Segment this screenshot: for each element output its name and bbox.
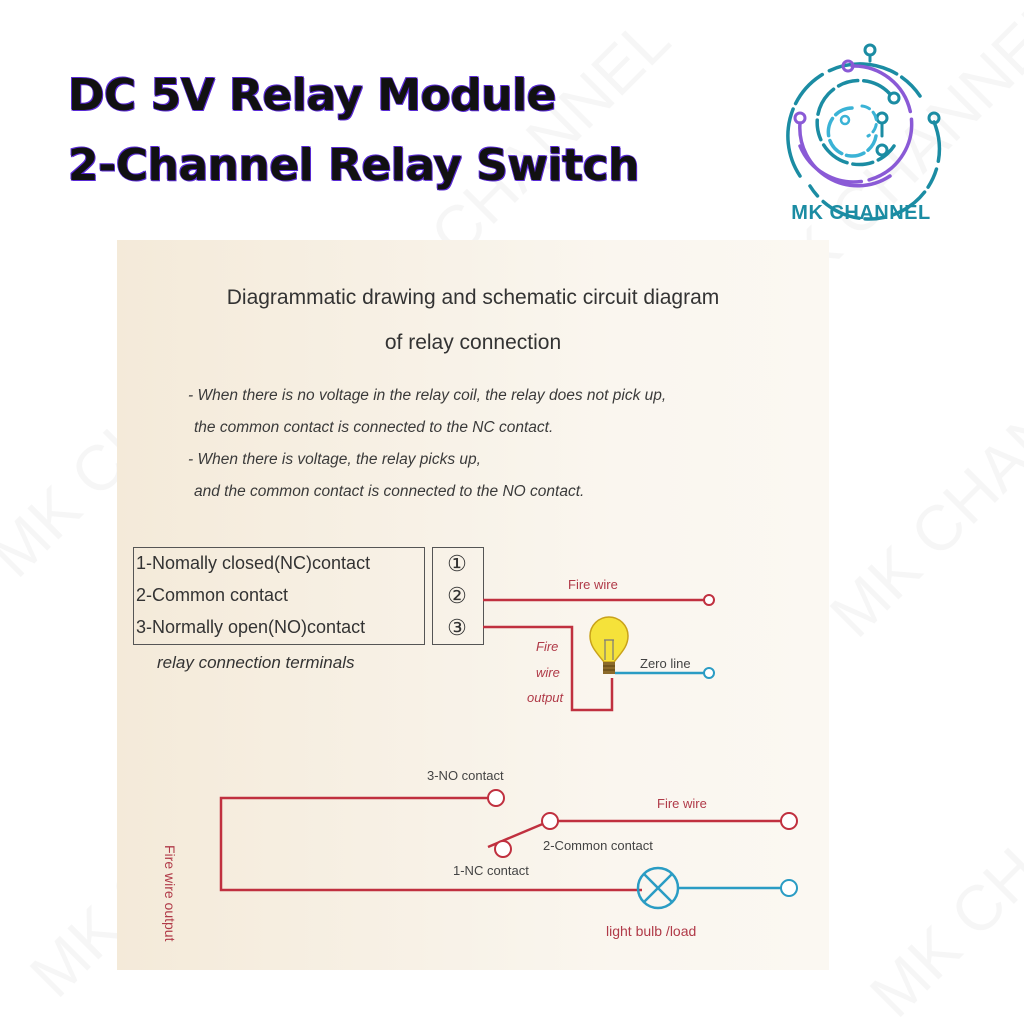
light-bulb-icon: [589, 616, 629, 674]
load-label: light bulb /load: [606, 923, 697, 939]
description-line: the common contact is connected to the N…: [194, 419, 554, 436]
no-contact-node: [487, 789, 505, 807]
diagram-heading-line1: Diagrammatic drawing and schematic circu…: [226, 286, 720, 309]
terminal-label-common: 2-Common contact: [136, 585, 289, 605]
fire-wire-output-vertical-label: Fire wire output: [162, 845, 178, 942]
schematic-fire-output-loop: [219, 796, 642, 892]
fire-wire-end-node: [780, 812, 798, 830]
fire-wire-label: Fire wire: [568, 577, 618, 592]
terminal-legend-box: [133, 547, 425, 645]
nc-contact-label: 1-NC contact: [453, 863, 529, 878]
terminal-label-nc: 1-Nomally closed(NC)contact: [136, 553, 371, 573]
circuit-circles-icon: [786, 43, 942, 221]
terminal-number-3: ③: [447, 615, 467, 640]
terminal-number-2: ②: [447, 583, 467, 608]
fire-wire-output-label: Fire: [536, 639, 559, 654]
description-line: and the common contact is connected to t…: [194, 483, 585, 500]
terminal-label-no: 3-Normally open(NO)contact: [136, 617, 366, 637]
brand-name: MK CHANNEL: [791, 202, 931, 224]
common-contact-node: [541, 812, 559, 830]
nc-contact-node: [494, 840, 512, 858]
terminal-number-1: ①: [447, 551, 467, 576]
page-title-line1: DC 5V Relay Module: [67, 69, 557, 121]
common-contact-label: 2-Common contact: [543, 838, 653, 853]
diagram-heading-line2: of relay connection: [384, 331, 562, 354]
fire-wire-output-label: output: [527, 690, 564, 705]
zero-line-terminal: [703, 667, 715, 679]
terminals-caption: relay connection terminals: [157, 653, 355, 672]
terminal-number-box: [432, 547, 484, 645]
lamp-symbol-icon: [636, 866, 680, 910]
fire-wire-output-line: [483, 625, 614, 712]
neutral-end-node: [780, 879, 798, 897]
page-title-line2: 2-Channel Relay Switch: [67, 139, 640, 191]
description-line: - When there is voltage, the relay picks…: [188, 451, 481, 468]
no-contact-label: 3-NO contact: [427, 768, 504, 783]
schematic-fire-wire-label: Fire wire: [657, 796, 707, 811]
fire-wire-output-label: wire: [536, 665, 560, 680]
fire-wire-terminal: [703, 594, 715, 606]
zero-line-label: Zero line: [640, 656, 691, 671]
description-line: - When there is no voltage in the relay …: [188, 387, 667, 404]
